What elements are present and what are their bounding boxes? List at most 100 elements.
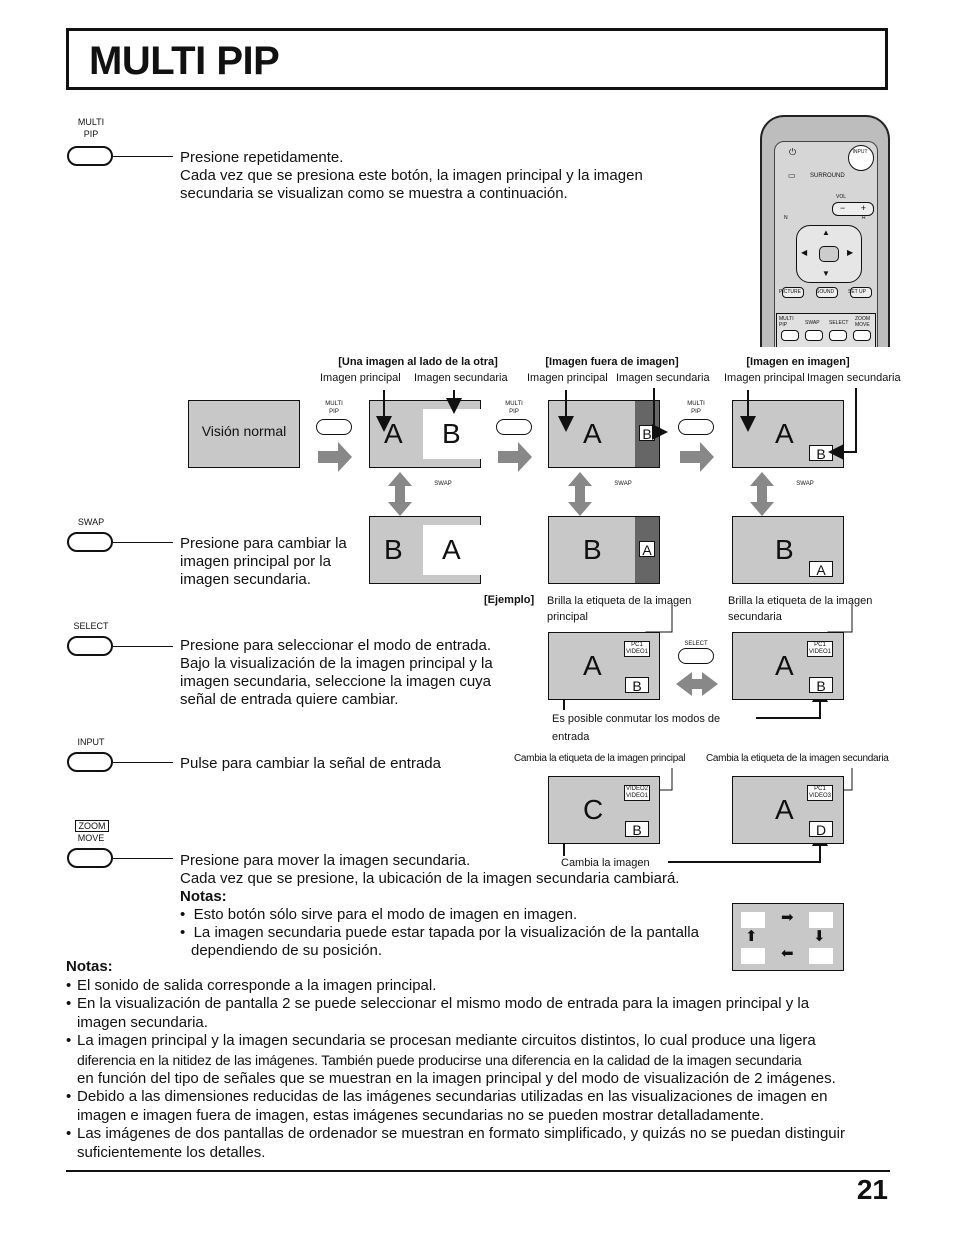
- zoom-note-item: • Esto botón sólo sirve para el modo de …: [180, 906, 578, 923]
- input-button[interactable]: [67, 752, 113, 772]
- sound-button[interactable]: [816, 287, 838, 298]
- bullet: •: [66, 1088, 72, 1106]
- multi-pip-instructions: Presione repetidamente. Cada vez que se …: [180, 149, 740, 203]
- remote-picture-label: PICTURE: [779, 289, 801, 295]
- screen-letter-b: B: [442, 418, 461, 449]
- multi-label: MULTI: [77, 117, 105, 127]
- remote-multi-pip-label: MULTI PIP: [779, 316, 794, 328]
- main-glow-caption: Brilla la etiqueta de la imagen principa…: [547, 593, 691, 625]
- caption-line: secundaria: [728, 611, 782, 623]
- zoom-notes-title: Notas:: [180, 888, 227, 905]
- input-label: VIDEO2: [625, 786, 648, 792]
- dpad[interactable]: ▲ ▼ ◀ ▶: [796, 225, 862, 283]
- double-horizontal-arrow-icon: [676, 672, 718, 696]
- instruction-line: Bajo la visualización de la imagen princ…: [180, 655, 493, 672]
- remote-r-label: R: [862, 215, 866, 221]
- caption-line: principal: [547, 611, 588, 623]
- sub-position-screen: ➡ ⬇ ⬅ ⬆: [732, 903, 844, 971]
- remote-zoom-label: ZOOM MOVE: [855, 316, 870, 328]
- screen-letter-a: A: [583, 650, 602, 681]
- swap-arrow-icon: [568, 472, 592, 516]
- ok-button[interactable]: [819, 246, 839, 262]
- swap-arrow-icon: [388, 472, 412, 516]
- caption-line: entrada: [552, 731, 590, 743]
- sub-image-caption: Imagen secundaria: [414, 372, 508, 384]
- input-label: VIDEO1: [625, 793, 648, 799]
- setup-button[interactable]: [850, 287, 872, 298]
- input-round-button[interactable]: [848, 145, 874, 171]
- zoom-label: ZOOM: [75, 820, 109, 832]
- notes-title: Notas:: [66, 958, 113, 975]
- instruction-line: imagen secundaria, seleccione la imagen …: [180, 673, 492, 690]
- remote-vol-label: VOL: [836, 194, 847, 200]
- screen-letter-c: C: [583, 794, 604, 825]
- note-item: • En la visualización de pantalla 2 se p…: [66, 995, 896, 1032]
- notes-section: Notas: • El sonido de salida corresponde…: [66, 958, 896, 1163]
- main-image-caption: Imagen principal: [724, 372, 805, 384]
- input-label: PC1: [814, 786, 826, 792]
- swap-button[interactable]: [67, 532, 113, 552]
- instruction-line: Cada vez que se presiona este botón, la …: [180, 167, 643, 184]
- leader-line: [113, 762, 173, 763]
- remote-select-button[interactable]: [829, 330, 847, 341]
- toggle-note: Es posible conmutar los modos de entrada: [552, 710, 720, 746]
- right-icon: ▶: [847, 248, 854, 257]
- example-main-screen: PC1 VIDEO1 B A: [548, 632, 660, 700]
- screen-icon: ▭: [788, 171, 796, 180]
- volume-rocker[interactable]: − +: [832, 202, 874, 216]
- note-line: en función del tipo de señales que se mu…: [77, 1069, 836, 1087]
- input-button-label: INPUT: [77, 737, 105, 747]
- input-change-sub-screen: PC1 VIDEO3 D A: [732, 776, 844, 844]
- instruction-line: imagen secundaria.: [180, 571, 311, 588]
- note-line: Las imágenes de dos pantallas de ordenad…: [77, 1125, 845, 1143]
- diagram-select-label: SELECT: [684, 641, 708, 647]
- bullet: •: [66, 995, 72, 1013]
- picture-button[interactable]: [782, 287, 804, 298]
- multi-pip-button[interactable]: [67, 146, 113, 166]
- sub-area: [423, 525, 481, 575]
- screen-letter-a: A: [583, 418, 602, 449]
- input-label-box: PC1 VIDEO3: [807, 785, 833, 801]
- caption-line: Brilla la etiqueta de la imagen: [728, 595, 873, 607]
- bullet: •: [66, 976, 72, 994]
- right-arrow-icon: [318, 442, 352, 472]
- remote-multi-pip-button[interactable]: [781, 330, 799, 341]
- instruction-line: Presione para cambiar la: [180, 535, 347, 552]
- input-label: PC1: [631, 642, 643, 648]
- remote-swap-button[interactable]: [805, 330, 823, 341]
- change-sub-caption: Cambia la etiqueta de la imagen secundar…: [706, 753, 889, 764]
- remote-zoom-button[interactable]: [853, 330, 871, 341]
- input-label: VIDEO1: [625, 649, 648, 655]
- zoom-instructions: Presione para mover la imagen secundaria…: [180, 852, 740, 960]
- right-arrows: [318, 442, 714, 472]
- zoom-note-text: dependiendo de su posición.: [191, 942, 382, 959]
- position-box: [809, 948, 833, 964]
- screen-letter-b: B: [384, 534, 403, 565]
- page-title: MULTI PIP: [89, 39, 280, 83]
- zoom-move-button[interactable]: [67, 848, 113, 868]
- select-button[interactable]: [67, 636, 113, 656]
- leader-line: [113, 646, 173, 647]
- position-box: [741, 912, 765, 928]
- input-label: PC1: [814, 642, 826, 648]
- example-sub-screen: PC1 VIDEO1 B A: [732, 632, 844, 700]
- zoom-note-item: • La imagen secundaria puede estar tapad…: [180, 924, 699, 941]
- remote-surround-label: SURROUND: [810, 173, 845, 179]
- screen-letter-a: A: [775, 650, 794, 681]
- input-label-box: VIDEO2 VIDEO1: [624, 785, 650, 801]
- input-label: VIDEO1: [808, 649, 831, 655]
- screen-letter-a: A: [775, 418, 794, 449]
- leader-line: [113, 542, 173, 543]
- instruction-line: señal de entrada quiere cambiar.: [180, 691, 399, 708]
- arrow-down-icon: ⬇: [813, 928, 826, 945]
- diagram-swap-label: SWAP: [796, 481, 814, 487]
- normal-view-screen: Visión normal: [188, 400, 300, 468]
- sub-letter-b: B: [625, 821, 649, 838]
- vol-plus: +: [860, 203, 866, 213]
- example-label: [Ejemplo]: [484, 594, 535, 606]
- zoom-note-text: Esto botón sólo sirve para el modo de im…: [193, 906, 578, 923]
- left-icon: ◀: [801, 248, 808, 257]
- arrow-up-icon: ⬆: [745, 928, 758, 945]
- arrow-right-icon: ➡: [781, 909, 794, 926]
